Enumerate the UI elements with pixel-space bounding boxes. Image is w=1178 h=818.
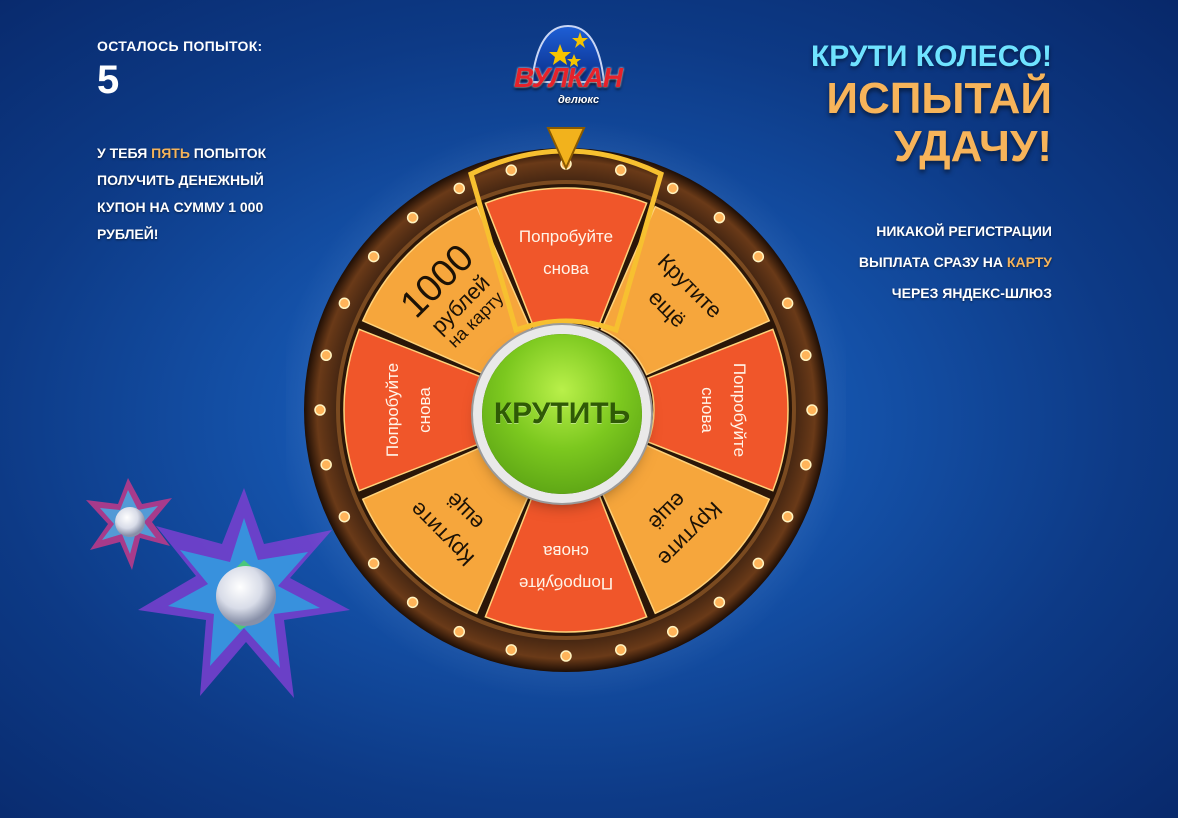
feature-payout-pre: ВЫПЛАТА СРАЗУ НА bbox=[858, 254, 1007, 270]
promo-line-1: У ТЕБЯ ПЯТЬ ПОПЫТОК bbox=[97, 140, 327, 167]
wheel-segment-label: Попробуйте снова bbox=[519, 542, 613, 593]
segment-text: снова bbox=[415, 387, 434, 433]
promo-line-3: КУПОН НА СУММУ 1 000 bbox=[97, 199, 264, 215]
rim-light bbox=[752, 557, 765, 570]
rim-light bbox=[713, 211, 726, 224]
attempts-panel: ОСТАЛОСЬ ПОПЫТОК: 5 У ТЕБЯ ПЯТЬ ПОПЫТОК … bbox=[97, 38, 327, 248]
wheel-segment bbox=[600, 205, 771, 376]
rim-light bbox=[314, 404, 326, 416]
wheel-segment bbox=[647, 328, 789, 492]
rim-light bbox=[800, 349, 812, 362]
promo-highlight: ПЯТЬ bbox=[151, 145, 190, 161]
rim-light bbox=[338, 297, 351, 310]
segment-text: Попробуйте bbox=[519, 574, 613, 593]
rim-light bbox=[406, 596, 419, 609]
rim-light bbox=[560, 650, 572, 662]
segment-text: Попробуйте bbox=[519, 227, 613, 246]
rim-light bbox=[800, 458, 812, 471]
spin-button[interactable]: КРУТИТЬ bbox=[482, 334, 642, 494]
segment-text: снова bbox=[698, 387, 717, 433]
headline-spin: КРУТИ КОЛЕСО! bbox=[810, 40, 1052, 73]
segment-text: Попробуйте bbox=[730, 363, 749, 457]
rim-light bbox=[338, 510, 351, 523]
promo-line-4: РУБЛЕЙ! bbox=[97, 226, 159, 242]
wheel-segment bbox=[361, 205, 532, 376]
rim-light bbox=[367, 250, 380, 263]
vulkan-logo: ВУЛКАН делюкс bbox=[498, 18, 638, 106]
feature-no-registration: НИКАКОЙ РЕГИСТРАЦИИ bbox=[876, 223, 1052, 239]
promo-line-1-pre: У ТЕБЯ bbox=[97, 145, 152, 161]
rim-light bbox=[806, 404, 818, 416]
gem-star-large-icon bbox=[138, 488, 350, 698]
rim-light bbox=[666, 625, 679, 638]
wheel-segment bbox=[361, 444, 532, 615]
segment-text: снова bbox=[543, 259, 589, 278]
volcano-icon bbox=[530, 24, 606, 83]
wheel-segment bbox=[484, 491, 648, 633]
rim-light bbox=[367, 557, 380, 570]
headline-try-luck-2: УДАЧУ! bbox=[894, 122, 1052, 171]
rim-light bbox=[320, 458, 332, 471]
rim-light bbox=[781, 297, 794, 310]
wheel-segment bbox=[600, 444, 771, 615]
headline-try-luck-1: ИСПЫТАЙ bbox=[826, 74, 1052, 123]
rim-light bbox=[453, 182, 466, 195]
segment-text: Попробуйте bbox=[383, 363, 402, 457]
wheel-segment bbox=[343, 328, 485, 492]
feature-gateway: ЧЕРЕЗ ЯНДЕКС-ШЛЮЗ bbox=[891, 285, 1052, 301]
logo-sub: делюкс bbox=[558, 94, 600, 106]
wheel-segment-label: Попробуйте снова bbox=[519, 227, 613, 278]
logo-brand: ВУЛКАН bbox=[514, 62, 623, 93]
promo-line-1-post: ПОПЫТОК bbox=[189, 145, 267, 161]
winning-segment-highlight bbox=[468, 148, 664, 334]
rim-light bbox=[713, 596, 726, 609]
rim-light bbox=[752, 250, 765, 263]
rim-light bbox=[614, 164, 627, 176]
rim-light bbox=[406, 211, 419, 224]
features-list: НИКАКОЙ РЕГИСТРАЦИИ ВЫПЛАТА СРАЗУ НА КАР… bbox=[692, 216, 1052, 309]
attempts-label: ОСТАЛОСЬ ПОПЫТОК: bbox=[97, 38, 263, 54]
rim-light bbox=[614, 644, 627, 656]
feature-payout: ВЫПЛАТА СРАЗУ НА КАРТУ bbox=[692, 247, 1052, 278]
rim-light bbox=[505, 164, 518, 176]
pointer-icon bbox=[546, 127, 586, 171]
feature-payout-highlight: КАРТУ bbox=[1006, 254, 1052, 270]
promo-text: У ТЕБЯ ПЯТЬ ПОПЫТОК ПОЛУЧИТЬ ДЕНЕЖНЫЙ КУ… bbox=[97, 140, 327, 248]
wheel-segment-label: Попробуйте снова bbox=[383, 363, 434, 457]
gems-decoration bbox=[86, 478, 350, 698]
rim-light bbox=[453, 625, 466, 638]
rim-light bbox=[320, 349, 332, 362]
gem-star-small-icon bbox=[86, 478, 172, 570]
promo-line-2: ПОЛУЧИТЬ ДЕНЕЖНЫЙ bbox=[97, 172, 264, 188]
rim-light bbox=[781, 510, 794, 523]
segment-text: снова bbox=[543, 542, 589, 561]
rim-light bbox=[666, 182, 679, 195]
wheel-segment-label: Попробуйте снова bbox=[698, 363, 749, 457]
wheel-segments bbox=[343, 187, 789, 633]
rim-light bbox=[505, 644, 518, 656]
attempts-count: 5 bbox=[97, 58, 120, 102]
headline-panel: КРУТИ КОЛЕСО! ИСПЫТАЙ УДАЧУ! НИКАКОЙ РЕГ… bbox=[692, 40, 1052, 309]
